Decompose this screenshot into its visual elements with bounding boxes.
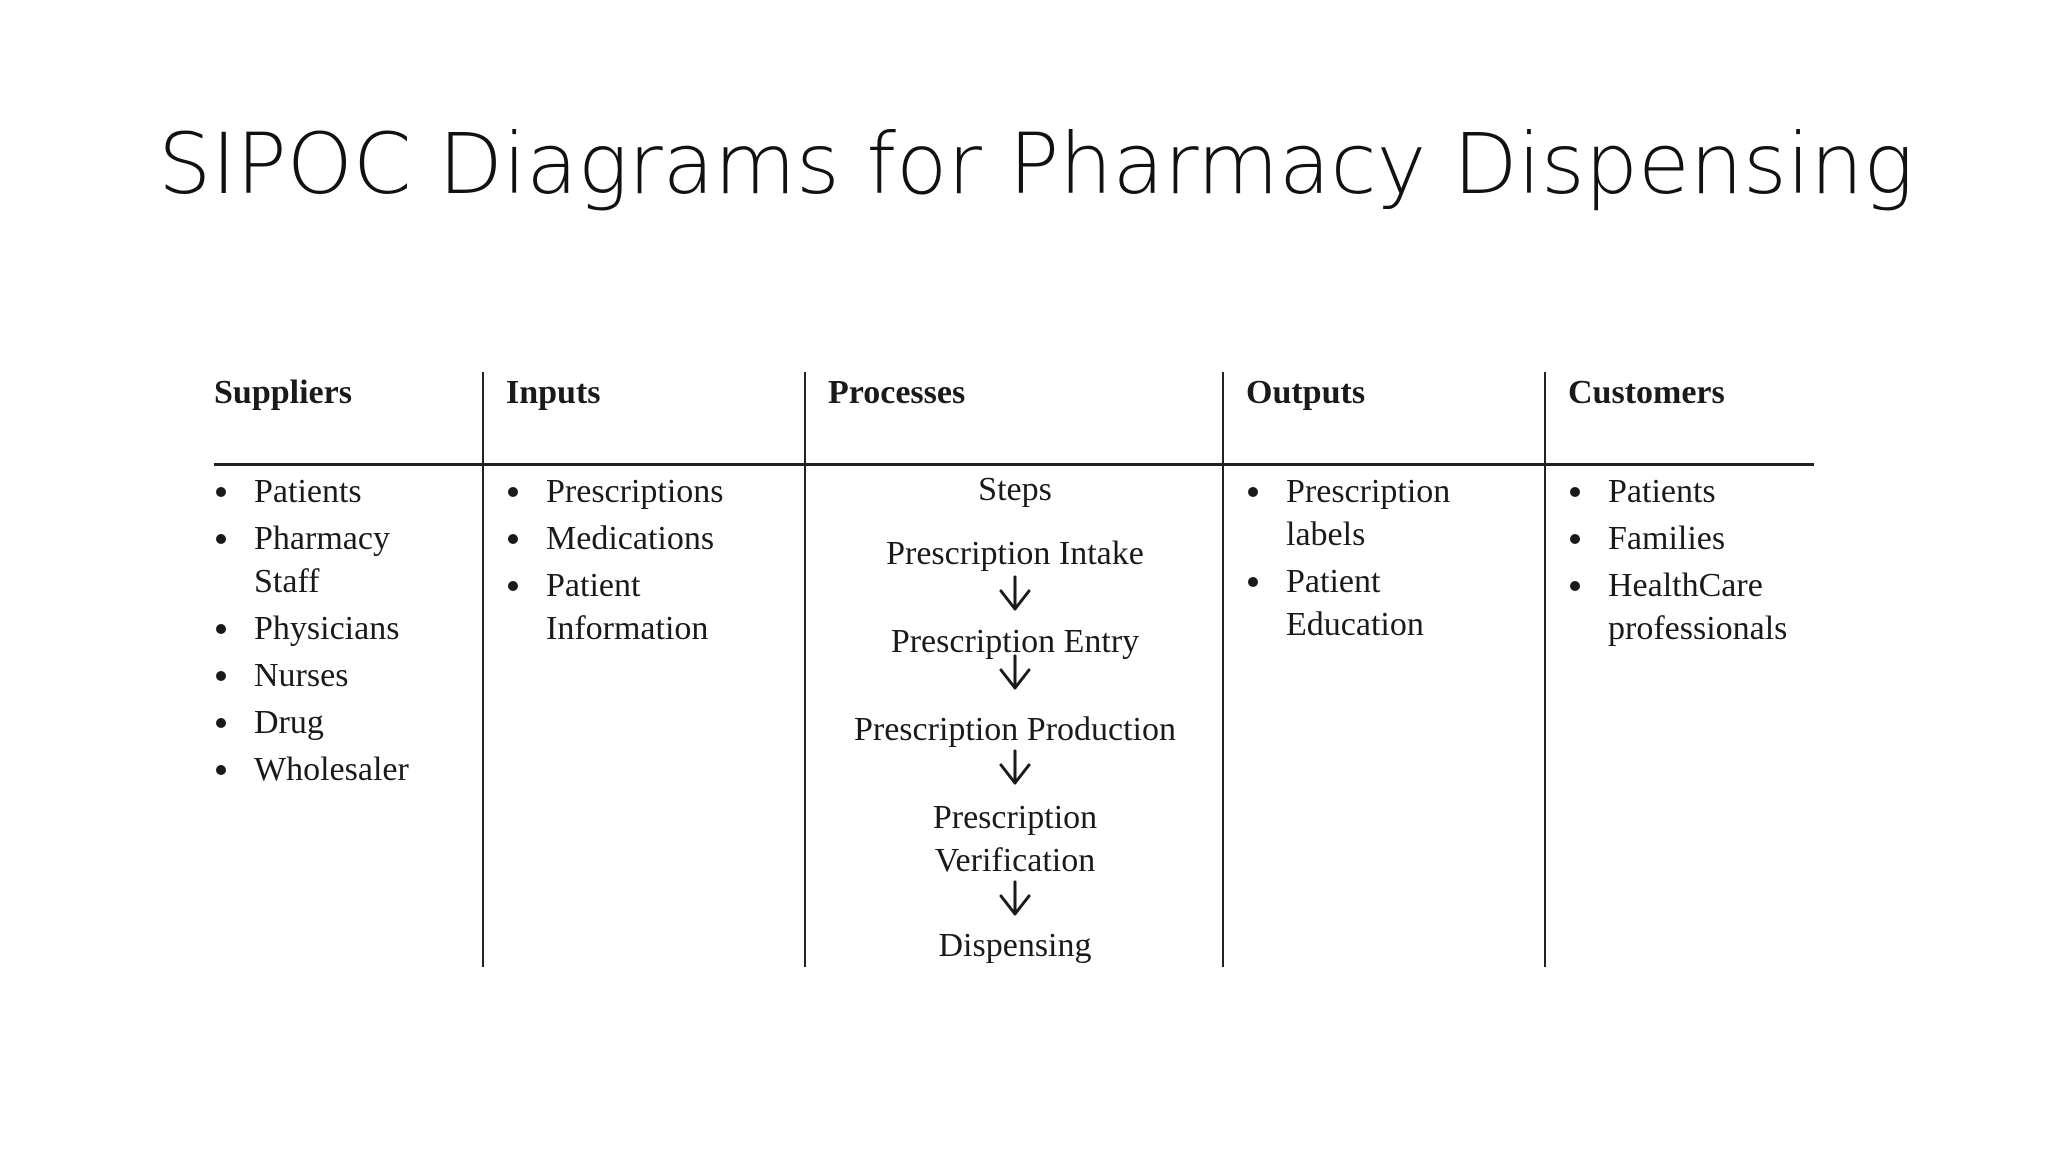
output-item: Prescription labels [1246, 470, 1486, 556]
input-item: Prescriptions [506, 470, 796, 513]
supplier-item: Drug [214, 701, 476, 744]
process-step-entry: Prescription Entry [890, 623, 1140, 660]
input-item: Patient Information [506, 564, 726, 650]
outputs-header: Outputs [1246, 374, 1366, 411]
sipoc-diagram: Suppliers Patients Pharmacy Staff Physic… [214, 372, 1814, 967]
slide-title: SIPOC Diagrams for Pharmacy Dispensing [158, 115, 1914, 213]
customer-item: Patients [1568, 470, 1813, 513]
supplier-item: Patients [214, 470, 476, 513]
process-step-intake: Prescription Intake [886, 535, 1144, 572]
steps-label: Steps [978, 471, 1052, 508]
suppliers-list: Patients Pharmacy Staff Physicians Nurse… [214, 470, 476, 795]
inputs-list: Prescriptions Medications Patient Inform… [506, 470, 796, 654]
process-step-dispensing: Dispensing [938, 927, 1092, 964]
header-divider [214, 463, 1814, 466]
outputs-list: Prescription labels Patient Education [1246, 470, 1486, 650]
suppliers-header: Suppliers [214, 374, 352, 411]
flow-arrow-icon [999, 749, 1031, 785]
supplier-item: Wholesaler [214, 748, 476, 791]
inputs-header: Inputs [506, 374, 601, 411]
supplier-item: Physicians [214, 607, 476, 650]
process-step-verification: Prescription Verification [932, 799, 1098, 879]
inputs-column: Inputs Prescriptions Medications Patient… [482, 372, 806, 967]
customer-item: Families [1568, 517, 1813, 560]
customers-header: Customers [1568, 374, 1725, 411]
suppliers-column: Suppliers Patients Pharmacy Staff Physic… [214, 372, 482, 967]
input-item: Medications [506, 517, 796, 560]
process-step-production: Prescription Production [853, 711, 1177, 748]
supplier-item: Nurses [214, 654, 476, 697]
outputs-column: Outputs Prescription labels Patient Educ… [1222, 372, 1546, 967]
processes-column: Processes Steps Prescription Intake Pres… [804, 372, 1224, 967]
flow-arrow-icon [999, 575, 1031, 611]
customer-item: HealthCare professionals [1568, 564, 1813, 650]
output-item: Patient Education [1246, 560, 1456, 646]
customers-column: Customers Patients Families HealthCare p… [1544, 372, 1816, 967]
flow-arrow-icon [999, 880, 1031, 916]
supplier-item: Pharmacy Staff [214, 517, 414, 603]
flow-arrow-icon [999, 654, 1031, 690]
processes-header: Processes [828, 374, 966, 411]
customers-list: Patients Families HealthCare professiona… [1568, 470, 1813, 654]
